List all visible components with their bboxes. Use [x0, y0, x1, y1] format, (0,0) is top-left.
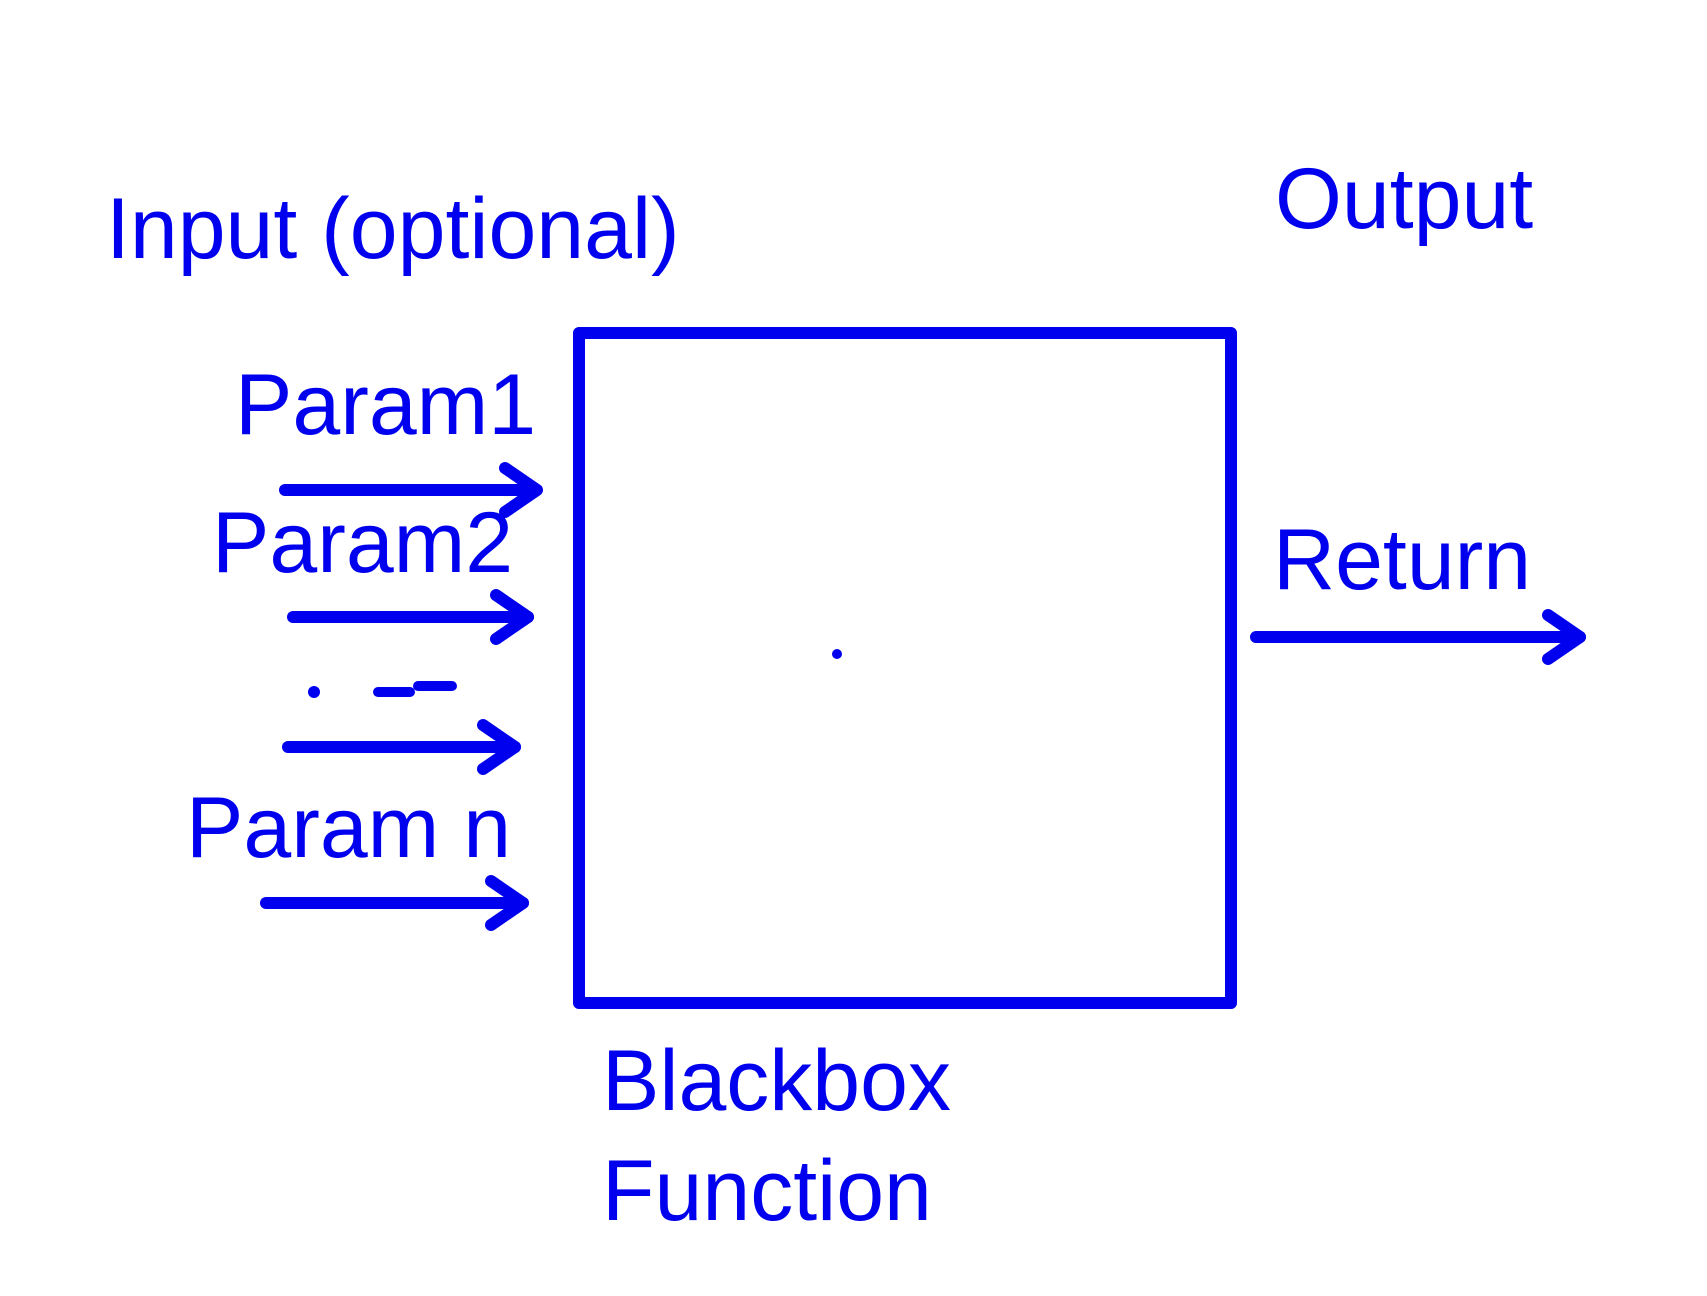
param2-label: Param2	[212, 495, 514, 591]
output-arrow-return	[1250, 609, 1586, 665]
blackbox-label-line1: Blackbox	[602, 1033, 951, 1129]
return-label: Return	[1273, 512, 1532, 608]
output-heading: Output	[1275, 151, 1534, 247]
ellipsis-marks	[373, 681, 457, 697]
blackbox-label-line2: Function	[602, 1143, 932, 1239]
param-n-label: Param n	[186, 780, 512, 876]
ellipsis-dot	[308, 686, 320, 698]
input-heading: Input (optional)	[106, 181, 680, 277]
input-arrow-param-n	[260, 875, 529, 931]
input-arrow-ellipsis	[282, 719, 521, 775]
center-dot	[832, 649, 842, 659]
blackbox-rect	[573, 327, 1237, 1009]
param1-label: Param1	[235, 357, 537, 453]
input-arrow-param2	[287, 589, 534, 645]
input-arrow-param1	[279, 462, 543, 518]
